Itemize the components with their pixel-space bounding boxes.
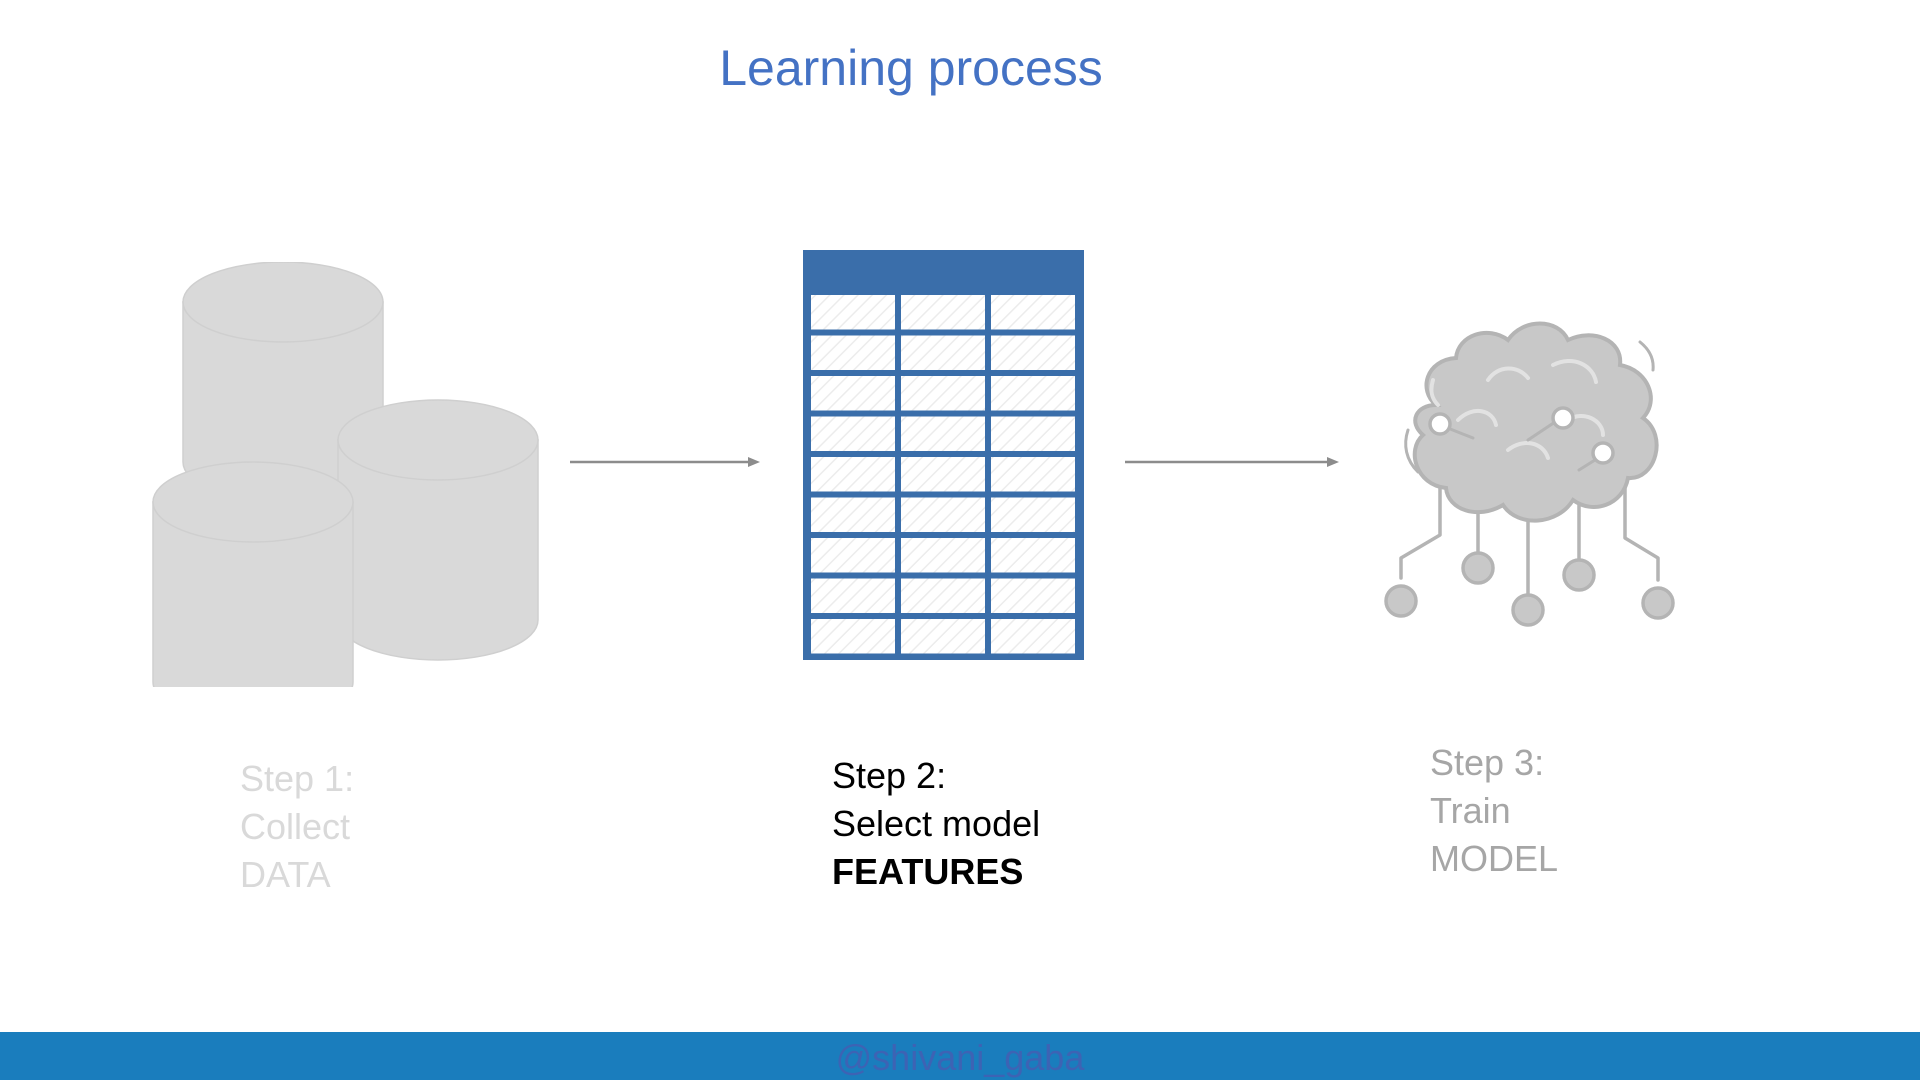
step-1-object: DATA [240,854,331,895]
table-cell [991,619,1075,654]
table-cell [901,538,985,573]
footer-bar: @shivani_gaba [0,1032,1920,1080]
step-1-label: Step 1: Collect DATA [240,755,354,899]
table-grid-icon [803,250,1084,660]
cylinder-right [337,399,539,661]
cylinder-front [152,461,354,687]
table-cell [901,619,985,654]
cylinder-back [182,262,384,503]
arrow-right-icon [1125,457,1339,467]
step-1-number: Step 1: [240,758,355,799]
step-2-number: Step 2: [832,755,947,796]
table-cell [991,457,1075,492]
step-2-action: Select model [832,803,1041,844]
brain-shape [1412,321,1659,523]
table-cell [811,457,895,492]
table-cell [991,497,1075,532]
slide-title: Learning process [719,40,1103,96]
step-3-label: Step 3: Train MODEL [1430,739,1558,883]
brain-circuit-icon [1384,321,1675,627]
table-cell [991,335,1075,370]
table-cell [991,376,1075,411]
table-cell [991,578,1075,613]
table-cell [901,578,985,613]
table-cell [811,497,895,532]
table-cell [811,376,895,411]
step-2-label: Step 2: Select model FEATURES [832,752,1040,896]
table-cell [901,416,985,451]
table-cell [811,619,895,654]
table-cell [901,295,985,330]
table-cell [811,538,895,573]
step-2-object: FEATURES [832,851,1024,892]
table-cell [991,416,1075,451]
table-cell [901,376,985,411]
table-cell [811,578,895,613]
table-cell [811,335,895,370]
table-cell [901,335,985,370]
step-1-action: Collect [240,806,351,847]
step-3-object: MODEL [1430,838,1559,879]
table-cell [811,416,895,451]
table-cell [901,457,985,492]
step-3-action: Train [1430,790,1511,831]
table-cell [991,295,1075,330]
table-cell [991,538,1075,573]
arrow-right-icon [570,457,760,467]
database-cylinders-icon: .cyl{fill:#d9d9d9;stroke:#cfcfcf;stroke-… [152,262,539,687]
footer-watermark: @shivani_gaba [835,1037,1085,1078]
step-3-number: Step 3: [1430,742,1545,783]
table-cell [811,295,895,330]
table-cell [901,497,985,532]
